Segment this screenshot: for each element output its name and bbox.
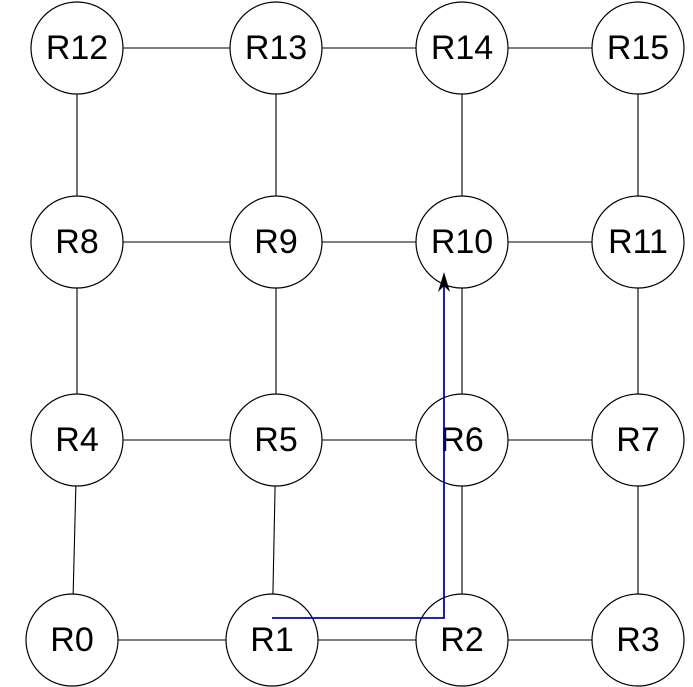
route-line — [272, 282, 445, 619]
node-circle — [415, 1, 509, 95]
node-circle — [229, 393, 323, 487]
node-label: R9 — [254, 223, 297, 261]
node-r15[interactable]: R15 — [591, 1, 685, 95]
node-r5[interactable]: R5 — [229, 393, 323, 487]
node-r10[interactable]: R10 — [415, 195, 509, 289]
node-circle — [591, 1, 685, 95]
node-circle — [415, 393, 509, 487]
node-r1[interactable]: R1 — [225, 593, 319, 687]
mesh-links — [71, 47, 639, 641]
node-label: R14 — [431, 29, 493, 67]
node-label: R4 — [55, 421, 98, 459]
node-r6[interactable]: R6 — [415, 393, 509, 487]
node-label: R6 — [440, 421, 483, 459]
node-circle — [30, 1, 124, 95]
node-r14[interactable]: R14 — [415, 1, 509, 95]
node-circle — [225, 593, 319, 687]
node-label: R1 — [250, 621, 293, 659]
node-circle — [30, 393, 124, 487]
node-label: R8 — [55, 223, 98, 261]
node-circle — [415, 593, 509, 687]
node-circle — [415, 195, 509, 289]
node-label: R3 — [616, 621, 659, 659]
node-label: R5 — [254, 421, 297, 459]
routing-path — [272, 272, 450, 619]
node-r11[interactable]: R11 — [591, 195, 685, 289]
node-r9[interactable]: R9 — [229, 195, 323, 289]
node-r0[interactable]: R0 — [25, 593, 119, 687]
node-r3[interactable]: R3 — [591, 593, 685, 687]
node-r7[interactable]: R7 — [591, 393, 685, 487]
node-circle — [591, 593, 685, 687]
node-circle — [25, 593, 119, 687]
node-label: R15 — [607, 29, 669, 67]
node-label: R11 — [608, 223, 668, 261]
node-label: R12 — [46, 29, 108, 67]
node-r4[interactable]: R4 — [30, 393, 124, 487]
node-circle — [229, 195, 323, 289]
node-label: R0 — [50, 621, 93, 659]
route-arrowhead-icon — [438, 272, 450, 292]
node-circle — [30, 195, 124, 289]
node-r12[interactable]: R12 — [30, 1, 124, 95]
node-label: R2 — [440, 621, 483, 659]
node-circle — [591, 195, 685, 289]
node-r2[interactable]: R2 — [415, 593, 509, 687]
node-r13[interactable]: R13 — [229, 1, 323, 95]
node-circle — [591, 393, 685, 487]
router-nodes: R0 R1 R2 R3 R4 R5 R6 R7 R8 R9 R10 R11 R12 R13 R14 R15 — [25, 1, 685, 687]
node-r8[interactable]: R8 — [30, 195, 124, 289]
node-label: R10 — [431, 223, 493, 261]
node-label: R7 — [616, 421, 659, 459]
node-circle — [229, 1, 323, 95]
node-label: R13 — [245, 29, 307, 67]
